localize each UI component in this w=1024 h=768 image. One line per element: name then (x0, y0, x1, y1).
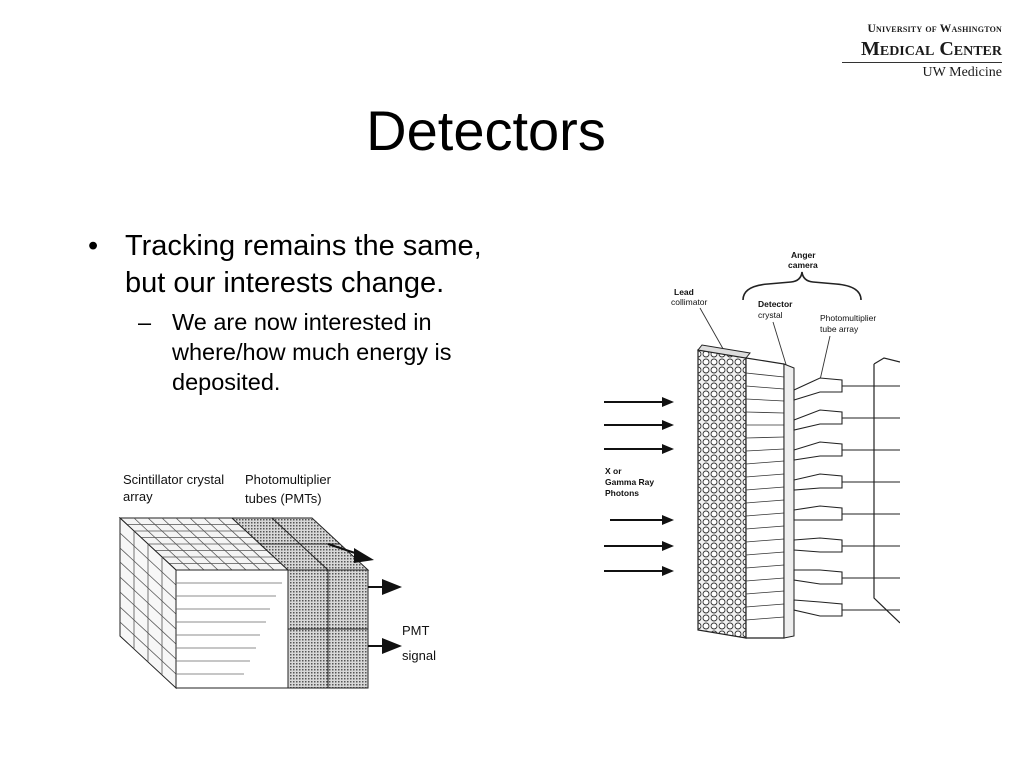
label-leader-lines (699, 307, 831, 381)
label-pmt-line1: Photomultiplier (245, 472, 332, 487)
scintillator-pmt-figure: Scintillator crystal array Photomultipli… (110, 462, 450, 690)
logo-medical-center-text: Medical Center (860, 37, 1002, 60)
label-scintillator-line2: array (123, 489, 153, 504)
lead-collimator (697, 349, 747, 639)
detector-crystal-lines (745, 372, 785, 621)
label-detector-line2: crystal (758, 310, 783, 320)
label-detector-line1: Detector (758, 299, 793, 309)
position-logic-box (873, 357, 900, 624)
label-pmt-line2: tubes (PMTs) (245, 491, 322, 506)
photomultiplier-tubes (793, 377, 843, 617)
photon-arrows (604, 397, 674, 576)
logo-uw-medicine-text: UW Medicine (922, 64, 1002, 80)
bullet-marker: • (88, 230, 99, 262)
collimator-top-edge (697, 344, 751, 359)
label-lead-line1: Lead (674, 287, 694, 297)
label-photons-line1: X or (605, 466, 622, 476)
bullet-text: Tracking remains the same, but our inter… (125, 230, 482, 299)
crystal-front-lines (176, 582, 282, 675)
label-anger-line2: camera (788, 260, 818, 270)
university-logo: University of Washington Medical Center … (842, 23, 1002, 80)
label-photons-line2: Gamma Ray (605, 477, 654, 487)
bullet-item: • Tracking remains the same, but our int… (88, 228, 508, 302)
logo-divider (842, 61, 1002, 63)
label-anger-line1: Anger (791, 250, 816, 260)
label-lead-line2: collimator (671, 297, 708, 307)
label-pmt-signal-line1: PMT (402, 623, 430, 638)
anger-camera-diagram: Anger camera Lead collimator Detector cr… (604, 250, 900, 639)
sub-bullet-item: – We are now interested in where/how muc… (138, 307, 508, 397)
detector-backplate (783, 363, 795, 639)
crystal-side-grid (119, 531, 177, 675)
crystal-top-grid (127, 517, 281, 571)
crystal-front-face (175, 569, 289, 689)
sub-bullet-marker: – (138, 309, 152, 335)
anger-camera-brace (742, 271, 862, 301)
label-pmt-signal-line2: signal (402, 648, 436, 663)
pmt-dividers (260, 517, 368, 688)
label-scintillator-line1: Scintillator crystal (123, 472, 224, 487)
pmt-output-leads (842, 385, 900, 611)
label-pmt-array-line2: tube array (820, 324, 859, 334)
anger-camera-figure: Anger camera Lead collimator Detector cr… (598, 238, 900, 640)
logo-university-text: University of Washington (867, 23, 1002, 35)
pmt-signal-arrows (327, 543, 402, 654)
slide-title: Detectors (366, 99, 606, 162)
scintillator-pmt-diagram: Scintillator crystal array Photomultipli… (118, 472, 436, 690)
label-photons-line3: Photons (605, 488, 639, 498)
sub-bullet-text: We are now interested in where/how much … (172, 309, 452, 395)
bullet-list: • Tracking remains the same, but our int… (88, 228, 508, 397)
label-pmt-array-line1: Photomultiplier (820, 313, 876, 323)
